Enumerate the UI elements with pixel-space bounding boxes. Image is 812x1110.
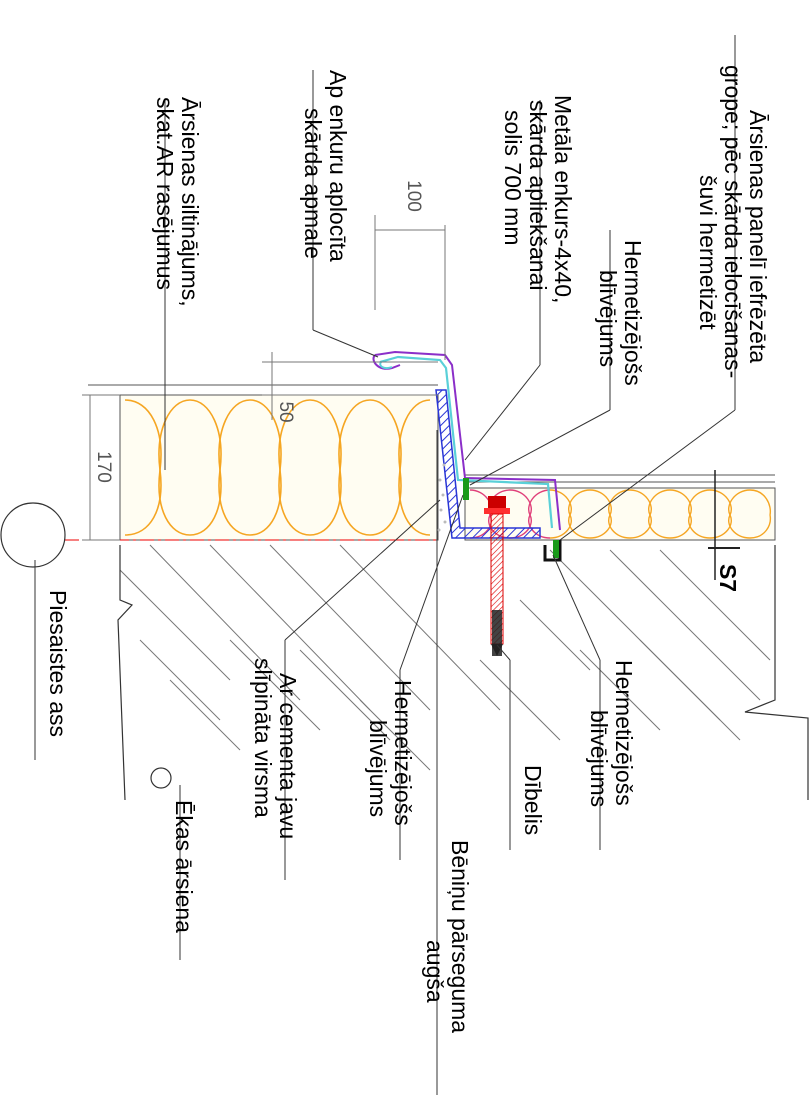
- svg-text:Piesaistes ass: Piesaistes ass: [45, 590, 71, 737]
- svg-text:Dībelis: Dībelis: [520, 765, 546, 835]
- svg-text:skat.AR rasējumus: skat.AR rasējumus: [152, 97, 178, 290]
- svg-text:blīvējums: blīvējums: [586, 710, 612, 807]
- svg-text:Metāla enkurs-4x40,: Metāla enkurs-4x40,: [550, 95, 576, 303]
- dimension-170-label: 170: [93, 451, 114, 483]
- anchor-screw: [484, 496, 510, 656]
- svg-text:Ap enkuru aplocīta: Ap enkuru aplocīta: [325, 70, 351, 262]
- reference-axis-marker: [0, 502, 66, 568]
- svg-text:Ārsienas panelī iefrēzēta: Ārsienas panelī iefrēzēta: [745, 110, 771, 363]
- svg-text:solis 700 mm: solis 700 mm: [500, 110, 526, 245]
- exterior-wall-marker: [150, 767, 172, 789]
- svg-text:blīvējums: blīvējums: [365, 720, 391, 817]
- label-sealant-top: Hermetizējošs blīvējums: [595, 240, 646, 386]
- svg-text:Hermetizējošs: Hermetizējošs: [611, 660, 637, 806]
- label-slab-top: Bēniņu pārseguma augša: [422, 840, 473, 1033]
- wall-insulation-band: [88, 384, 439, 541]
- label-panel-groove: Ārsienas panelī iefrēzēta grope; pēc skā…: [695, 65, 771, 378]
- metal-flashing-profile: [372, 350, 561, 539]
- dimension-100-label: 100: [403, 180, 424, 212]
- svg-text:blīvējums: blīvējums: [595, 270, 621, 367]
- label-tile-surface: Ar cementa javu slīpināta virsma: [250, 658, 301, 839]
- label-metal-anchor: Metāla enkurs-4x40, skārda apliekšanai s…: [500, 95, 576, 303]
- leader-lines: [34, 35, 736, 1095]
- wall-concrete: [117, 544, 809, 801]
- label-sealant-right: Hermetizējošs blīvējums: [586, 660, 637, 807]
- label-wall-insulation: Ārsienas siltinājums, skat.AR rasējumus: [152, 97, 203, 307]
- svg-text:skārda apmale: skārda apmale: [300, 108, 326, 259]
- svg-text:Bēniņu pārseguma: Bēniņu pārseguma: [447, 840, 473, 1033]
- label-sealant-mid: Hermetizējošs blīvējums: [365, 680, 416, 826]
- svg-text:Hermetizējošs: Hermetizējošs: [390, 680, 416, 826]
- dimension-50-label: 50: [275, 401, 296, 422]
- svg-text:Ēkas ārsiena: Ēkas ārsiena: [171, 800, 197, 933]
- svg-text:slīpināta virsma: slīpināta virsma: [250, 658, 276, 818]
- sealant-right-mark: [543, 540, 562, 562]
- svg-text:grope; pēc skārda ielocīšanas-: grope; pēc skārda ielocīšanas-: [720, 65, 746, 378]
- svg-text:augša: augša: [422, 940, 448, 1003]
- svg-text:Ārsienas siltinājums,: Ārsienas siltinājums,: [177, 97, 203, 307]
- label-anchor-flashing: Ap enkuru aplocīta skārda apmale: [300, 70, 351, 262]
- section-mark-label: S7: [715, 564, 741, 592]
- svg-text:Ar cementa javu: Ar cementa javu: [275, 673, 301, 839]
- dimension-170: [82, 394, 120, 541]
- dimension-50: [262, 352, 438, 420]
- svg-text:Hermetizējošs: Hermetizējošs: [620, 240, 646, 386]
- svg-text:šuvi hermetizēt: šuvi hermetizēt: [695, 175, 721, 330]
- label-reference-axis: Piesaistes ass: [45, 590, 71, 737]
- sealant-mid-mark: [463, 478, 469, 500]
- svg-text:skārda apliekšanai: skārda apliekšanai: [525, 100, 551, 291]
- label-exterior-wall: Ēkas ārsiena: [171, 800, 197, 933]
- label-dowel: Dībelis: [520, 765, 546, 835]
- dimension-100: [374, 215, 446, 360]
